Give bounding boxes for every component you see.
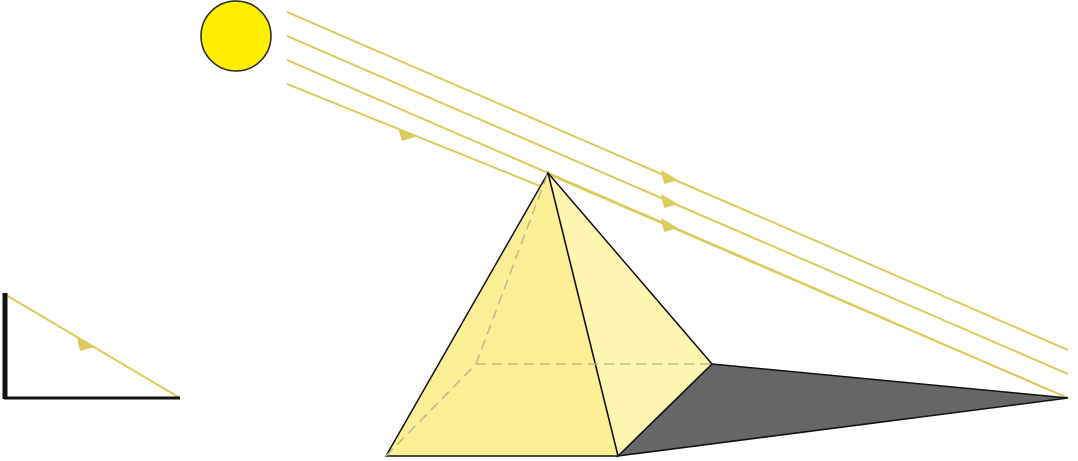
sun-ray-2 <box>286 35 1069 375</box>
sun-rays <box>286 11 1069 399</box>
ray-arrowheads <box>398 128 678 232</box>
sun-ray-4-continued <box>549 174 1069 399</box>
hidden-edge <box>475 172 549 365</box>
stick-diagram <box>2 293 181 400</box>
pyramid-hidden-edges <box>385 172 712 457</box>
ray-arrowhead <box>661 170 678 184</box>
hidden-edge <box>385 363 477 457</box>
ray-arrowhead <box>661 218 678 232</box>
ray-arrowhead <box>661 194 678 208</box>
ray-arrowhead <box>77 337 94 351</box>
sun-icon <box>200 0 272 72</box>
pyramid-front-face <box>384 171 619 457</box>
sun-ray-4 <box>286 83 551 191</box>
sun-ray-1 <box>286 11 1069 351</box>
ray-arrowhead <box>398 128 415 141</box>
